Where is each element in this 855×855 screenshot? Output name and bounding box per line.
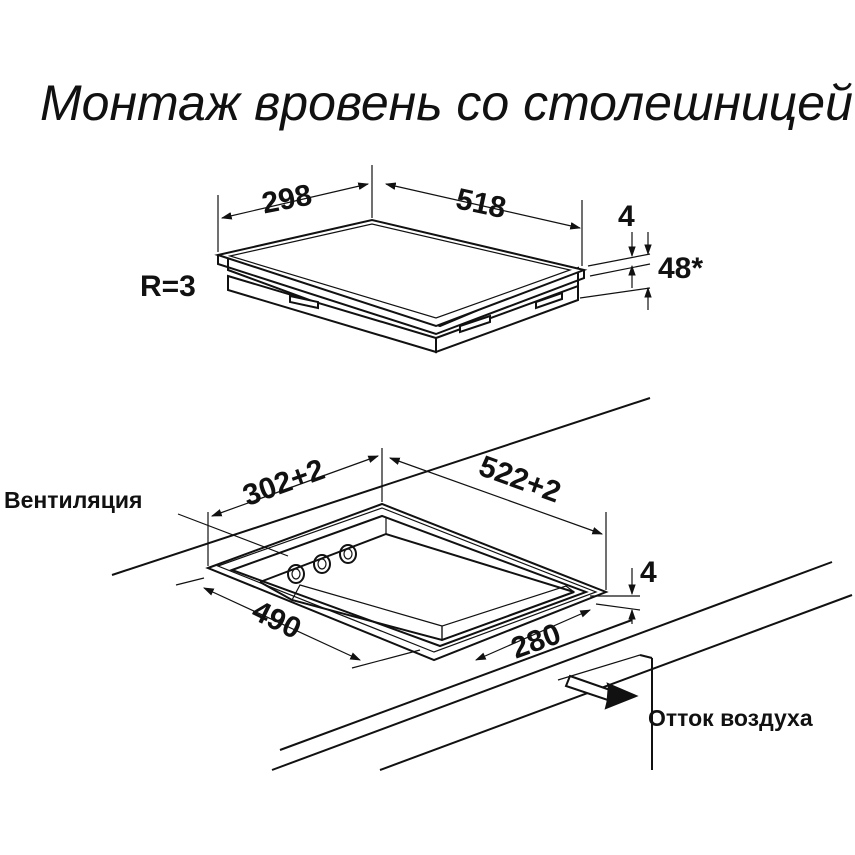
dim-cut-depth-label: 302+2 — [239, 453, 329, 513]
ventilation-holes — [287, 544, 357, 584]
dim-height-label: 48* — [658, 252, 703, 285]
dim-step-label: 4 — [618, 200, 635, 233]
dim-width-label: 518 — [453, 183, 509, 226]
dim-cut-width-label: 522+2 — [475, 450, 565, 510]
dim-depth-label: 298 — [259, 179, 314, 221]
airflow-label: Отток воздуха — [648, 705, 813, 731]
radius-label: R=3 — [140, 270, 196, 303]
ventilation-label: Вентиляция — [4, 487, 142, 513]
dim-recess-label: 4 — [640, 556, 657, 589]
hob-unit-drawing — [214, 218, 588, 354]
page-title: Монтаж вровень со столешницей — [40, 75, 853, 131]
airflow-arrow — [564, 674, 639, 710]
